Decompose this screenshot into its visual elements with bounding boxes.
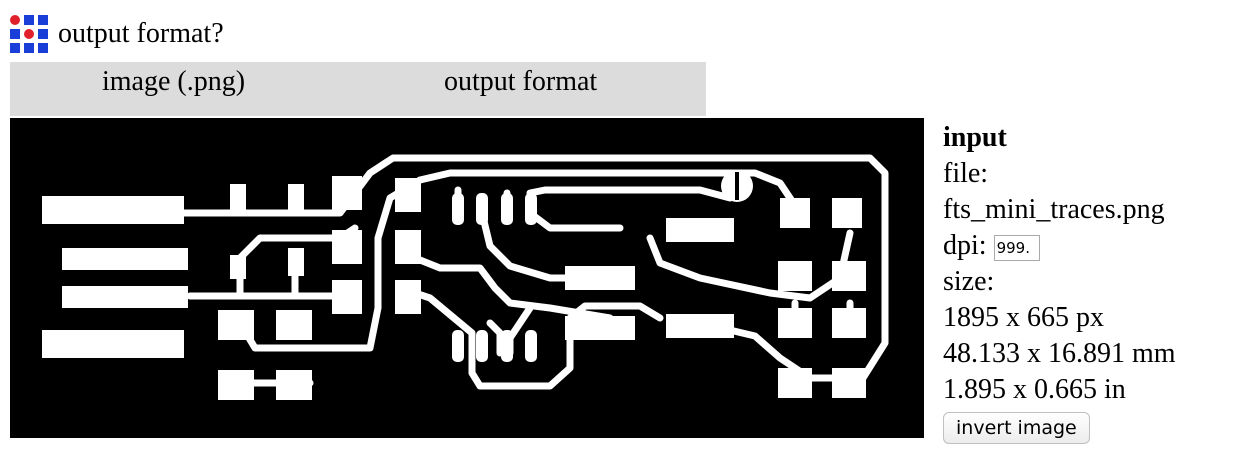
tab-bar: image (.png) output format (10, 62, 706, 116)
tab-output-format[interactable]: output format (444, 66, 598, 97)
input-panel: input file: fts_mini_traces.png dpi: siz… (943, 120, 1243, 444)
size-px-text: 1895 x 665 px (943, 302, 1104, 333)
page-title: output format? (58, 18, 224, 49)
invert-image-button[interactable]: invert image (943, 412, 1090, 444)
pcb-traces-image (42, 154, 889, 400)
input-heading: input (943, 122, 1007, 153)
pcb-image-preview (10, 118, 924, 438)
size-mm-text: 48.133 x 16.891 mm (943, 338, 1176, 369)
tab-image-png[interactable]: image (.png) (102, 66, 246, 97)
dpi-label: dpi: (943, 230, 987, 261)
dpi-row: dpi: (943, 228, 1243, 264)
filename-text: fts_mini_traces.png (943, 194, 1165, 225)
title-row: output format? (10, 14, 224, 54)
file-label: file: (943, 158, 989, 189)
mods-grid-logo-icon (10, 15, 48, 53)
size-label: size: (943, 266, 995, 297)
size-in-text: 1.895 x 0.665 in (943, 374, 1126, 405)
dpi-input[interactable] (993, 234, 1040, 261)
